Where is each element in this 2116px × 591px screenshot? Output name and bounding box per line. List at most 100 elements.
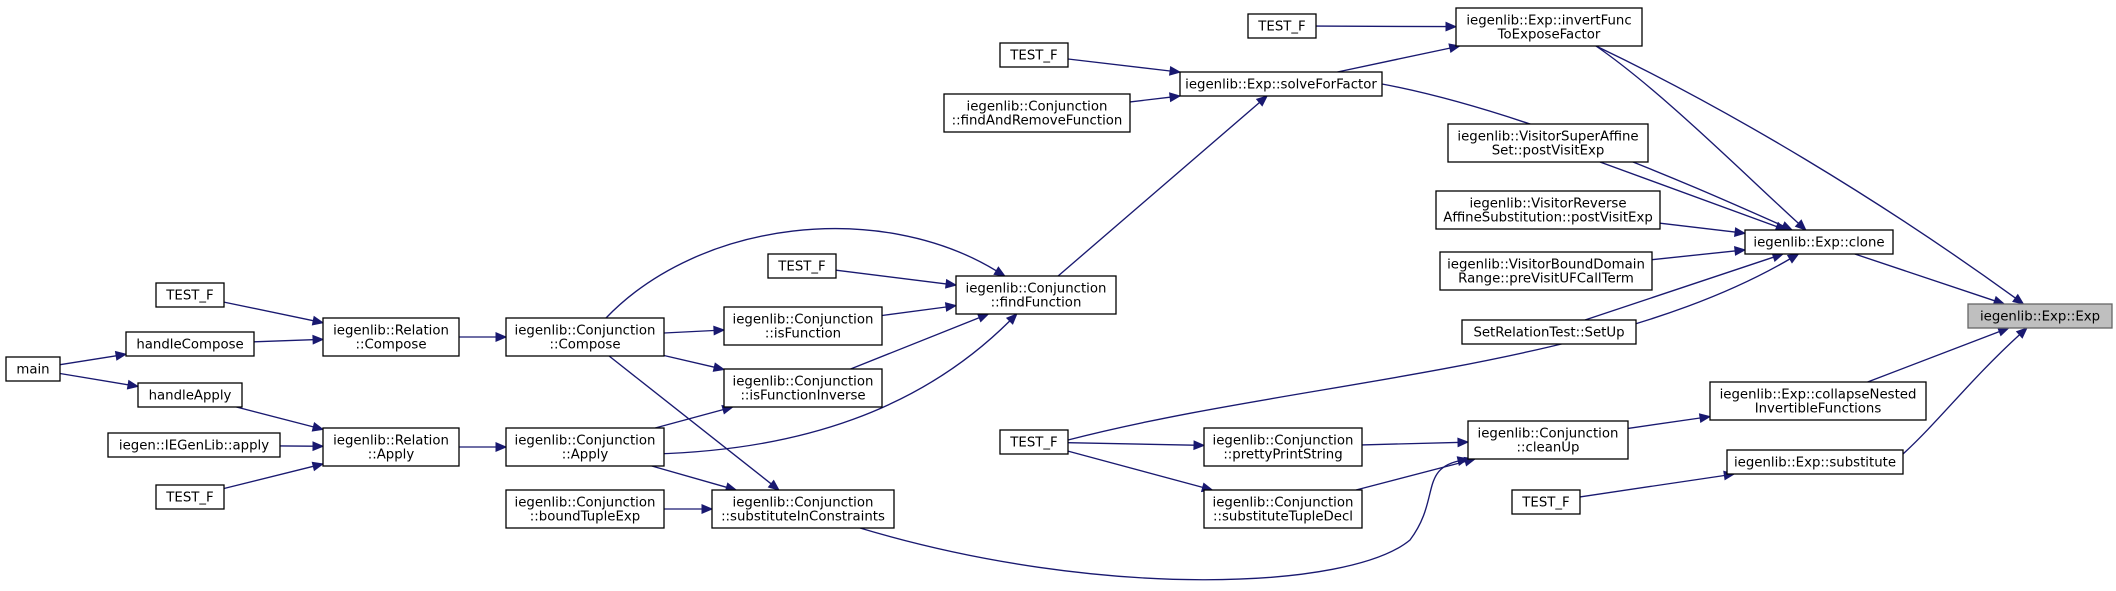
node-handleapply[interactable]: handleApply [137, 382, 243, 408]
node-label-line: ::findFunction [991, 296, 1082, 311]
node-label-line: ::Compose [355, 338, 426, 353]
call-edge-cjcompose-to-isfunc [663, 329, 715, 334]
node-label-line: iegenlib::Relation [333, 434, 449, 449]
node-box [322, 427, 460, 467]
node-box [999, 429, 1069, 455]
node-label-line: iegenlib::VisitorSuperAffine [1457, 130, 1638, 145]
node-vsuper[interactable]: iegenlib::VisitorSuperAffineSet::postVis… [1447, 123, 1649, 163]
node-testf_solve[interactable]: TEST_F [999, 42, 1069, 68]
node-cjapply[interactable]: iegenlib::Conjunction::Apply [505, 427, 665, 467]
node-label-line: iegen::IEGenLib::apply [119, 439, 269, 454]
node-label-line: ::Apply [368, 448, 415, 463]
node-clone[interactable]: iegenlib::Exp::clone [1744, 229, 1894, 255]
node-label-line: Set::postVisitExp [1492, 144, 1605, 159]
node-label-line: iegenlib::Exp::Exp [1980, 310, 2100, 325]
node-label-line: handleApply [149, 389, 232, 404]
node-testf_clean[interactable]: TEST_F [999, 429, 1069, 455]
node-label-line: TEST_F [777, 260, 825, 275]
node-cjcompose[interactable]: iegenlib::Conjunction::Compose [505, 317, 665, 357]
node-vbound[interactable]: iegenlib::VisitorBoundDomainRange::preVi… [1439, 251, 1653, 291]
call-edge-handleapply-to-relapply [236, 406, 314, 428]
node-setup[interactable]: SetRelationTest::SetUp [1461, 319, 1637, 345]
node-boundtuple[interactable]: iegenlib::Conjunction::boundTupleExp [505, 489, 665, 529]
node-label-line: iegenlib::Conjunction [515, 496, 656, 511]
node-findremove[interactable]: iegenlib::Conjunction::findAndRemoveFunc… [943, 93, 1131, 133]
node-box [5, 356, 61, 382]
call-edge-vreverse-to-clone [1659, 222, 1736, 233]
node-box [107, 432, 281, 458]
arrowhead-cjcompose-to-subincon [767, 479, 780, 491]
arrowhead-testf_relc-to-relcompose [311, 315, 325, 326]
arrowhead-cjapply-to-findfunc [1005, 313, 1018, 325]
node-subtuple[interactable]: iegenlib::Conjunction::substituteTupleDe… [1203, 489, 1363, 529]
call-edge-testf_clean-to-subtuple [1067, 450, 1203, 489]
call-edge-findremove-to-solve [1129, 96, 1171, 103]
call-edge-solve-to-invert [1337, 47, 1451, 73]
node-label-line: main [16, 363, 49, 378]
nodes-layer: iegenlib::Exp::Expiegenlib::Exp::cloneie… [5, 7, 2113, 529]
call-edge-main-to-handleapply [59, 372, 129, 386]
arrowhead-vbound-to-clone [1734, 245, 1747, 256]
arrowhead-testf_clean-to-pretty [1193, 440, 1206, 451]
arrowhead-substitute-to-exp [2015, 327, 2028, 339]
node-testf_find[interactable]: TEST_F [767, 253, 837, 279]
node-label-line: iegenlib::VisitorReverse [1469, 197, 1626, 212]
node-solve[interactable]: iegenlib::Exp::solveForFactor [1179, 71, 1383, 97]
node-relcompose[interactable]: iegenlib::Relation::Compose [322, 317, 460, 357]
node-box [1247, 13, 1317, 39]
node-box [723, 368, 883, 408]
node-label-line: ::findAndRemoveFunction [952, 114, 1123, 129]
node-testf_top[interactable]: TEST_F [1247, 13, 1317, 39]
node-box [943, 93, 1131, 133]
node-isfuncinv[interactable]: iegenlib::Conjunction::isFunctionInverse [723, 368, 883, 408]
node-label-line: AffineSubstitution::postVisitExp [1443, 211, 1653, 226]
node-findfunc[interactable]: iegenlib::Conjunction::findFunction [955, 275, 1117, 315]
arrowhead-main-to-handleapply [126, 379, 140, 390]
call-edge-isfunc-to-findfunc [881, 306, 947, 317]
call-edge-isfuncinv-to-findfunc [850, 317, 980, 370]
node-handlecompose[interactable]: handleCompose [125, 331, 255, 357]
call-edge-subtuple-to-cleanup [1355, 460, 1466, 491]
node-vreverse[interactable]: iegenlib::VisitorReverseAffineSubstituti… [1435, 190, 1661, 230]
node-label-line: TEST_F [1009, 49, 1057, 64]
node-iegenapply[interactable]: iegen::IEGenLib::apply [107, 432, 281, 458]
node-substitute[interactable]: iegenlib::Exp::substitute [1726, 449, 1904, 475]
node-relapply[interactable]: iegenlib::Relation::Apply [322, 427, 460, 467]
arrowhead-cleanup-to-collapse [1698, 413, 1712, 424]
node-label-line: ::substituteTupleDecl [1213, 510, 1353, 525]
node-box [155, 484, 225, 510]
call-edge-vbound-to-clone [1651, 250, 1736, 261]
node-main[interactable]: main [5, 356, 61, 382]
node-label-line: iegenlib::Conjunction [733, 313, 874, 328]
arrowhead-findremove-to-solve [1169, 92, 1182, 103]
node-label-line: iegenlib::VisitorBoundDomain [1447, 258, 1645, 273]
arrowhead-testf_top-to-invert [1445, 21, 1458, 32]
node-label-line: ::boundTupleExp [530, 510, 640, 525]
node-box [505, 489, 665, 529]
node-pretty[interactable]: iegenlib::Conjunction::prettyPrintString [1203, 427, 1363, 467]
call-edge-subincon-to-cleanup [859, 460, 1459, 581]
call-edge-cjapply-to-findfunc [653, 320, 1011, 455]
node-label-line: iegenlib::Relation [333, 324, 449, 339]
node-testf_rela[interactable]: TEST_F [155, 484, 225, 510]
node-testf_relc[interactable]: TEST_F [155, 282, 225, 308]
node-box [711, 489, 895, 529]
node-testf_sub[interactable]: TEST_F [1511, 489, 1581, 515]
node-isfunc[interactable]: iegenlib::Conjunction::isFunction [723, 306, 883, 346]
node-label-line: ::isFunction [765, 327, 841, 342]
node-cleanup[interactable]: iegenlib::Conjunction::cleanUp [1467, 420, 1629, 460]
node-box [1744, 229, 1894, 255]
node-box [1455, 7, 1643, 47]
node-exp[interactable]: iegenlib::Exp::Exp [1967, 303, 2113, 329]
node-label-line: ::Compose [549, 338, 620, 353]
node-box [1726, 449, 1904, 475]
node-label-line: ::Apply [562, 448, 609, 463]
node-label-line: iegenlib::Conjunction [966, 282, 1107, 297]
node-box [767, 253, 837, 279]
arrowhead-testf_rela-to-relapply [311, 461, 325, 472]
node-subincon[interactable]: iegenlib::Conjunction::substituteInConst… [711, 489, 895, 529]
node-collapse[interactable]: iegenlib::Exp::collapseNestedInvertibleF… [1709, 381, 1927, 421]
node-label-line: iegenlib::Conjunction [515, 434, 656, 449]
